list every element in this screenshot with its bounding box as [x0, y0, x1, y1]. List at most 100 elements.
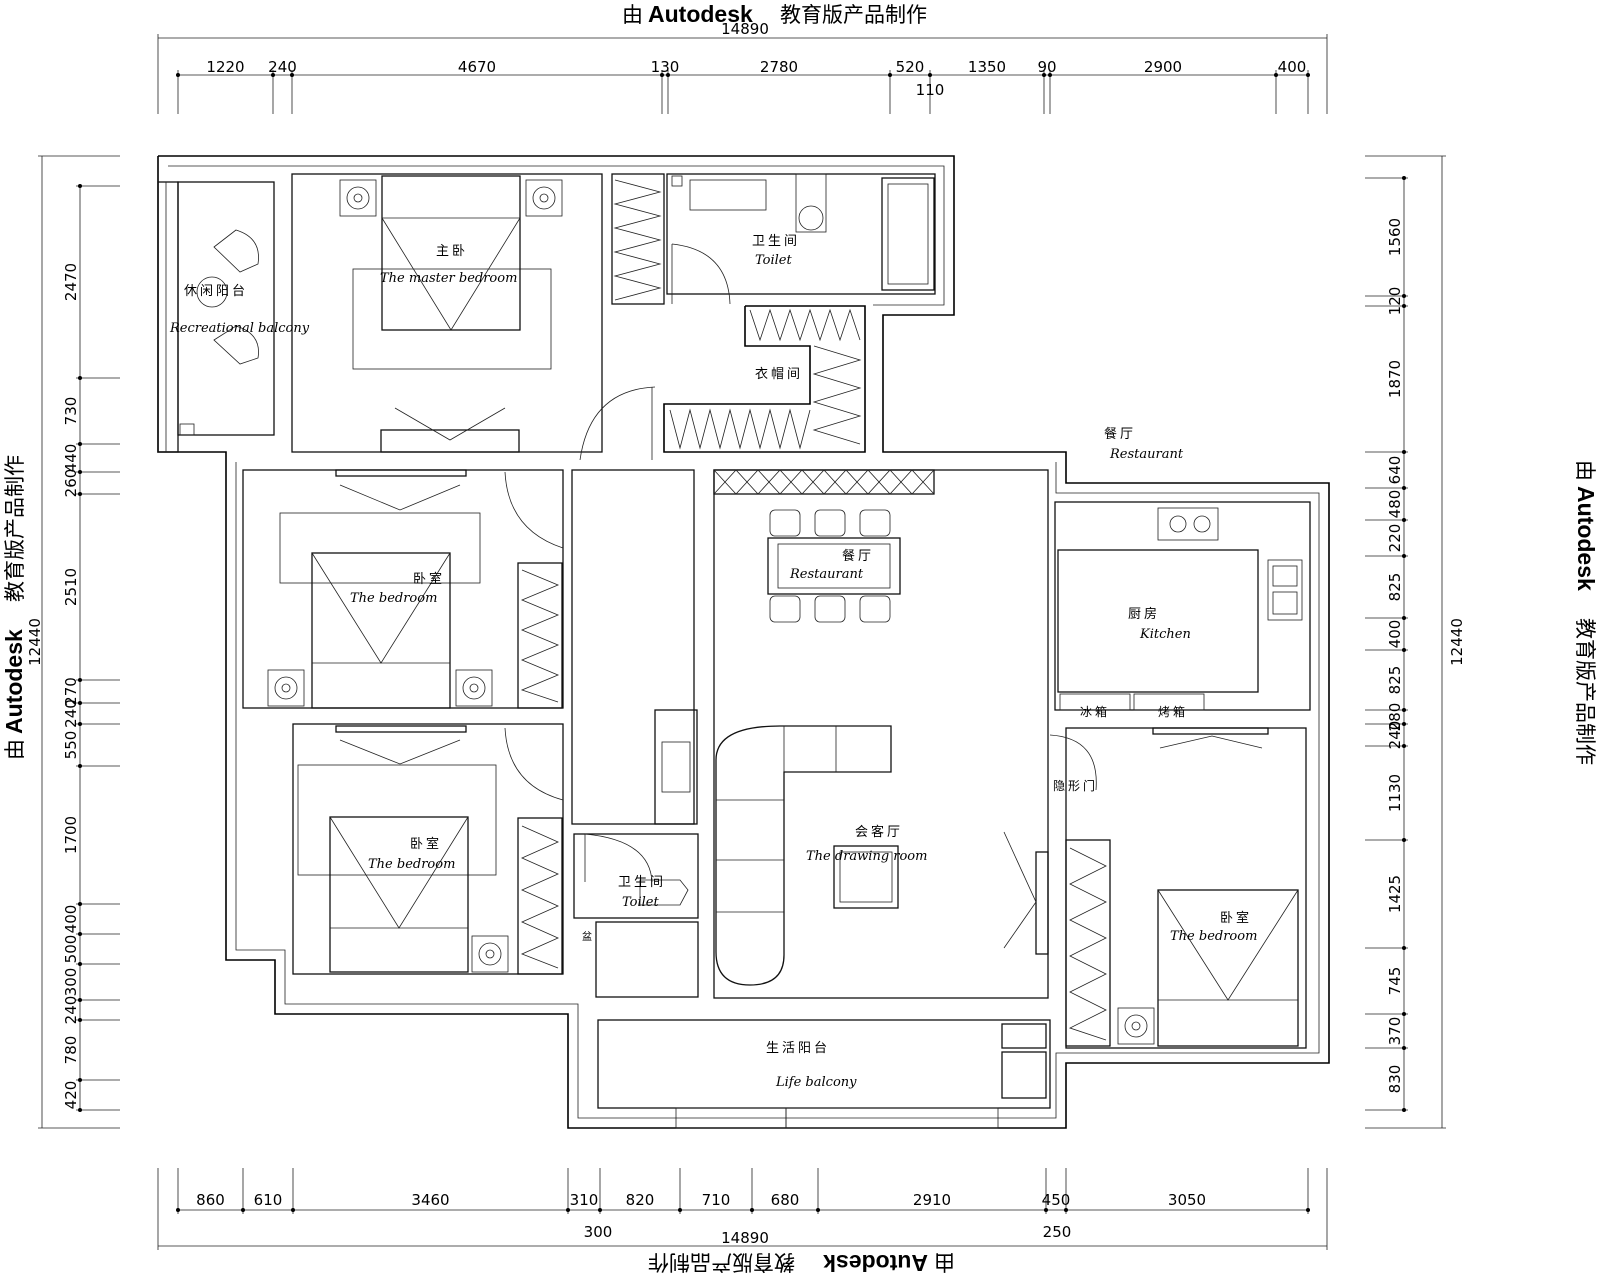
- dimension-tick: [1274, 73, 1278, 77]
- room-label-en: The bedroom: [350, 591, 437, 606]
- dimension-label: 280: [1386, 703, 1404, 732]
- dimension-tick: [666, 73, 670, 77]
- dining-chair: [859, 509, 891, 537]
- room-label-cn: 卫生间: [752, 234, 800, 249]
- dimension-tick: [1402, 486, 1406, 490]
- dimension-label: 520: [896, 58, 925, 76]
- dimension-tick: [566, 1208, 570, 1212]
- dimension-label: 3460: [411, 1191, 449, 1209]
- dimension-tick: [1402, 450, 1406, 454]
- dimension-label: 220: [1386, 524, 1404, 553]
- dimension-tick: [78, 1108, 82, 1112]
- dimension-tick: [78, 376, 82, 380]
- dimension-label: 710: [702, 1191, 731, 1209]
- dimension-label: 420: [62, 1081, 80, 1110]
- dimension-tick: [78, 442, 82, 446]
- dimension-tick: [290, 73, 294, 77]
- dimension-label: 240: [62, 699, 80, 728]
- dining-chair: [859, 595, 891, 623]
- dimension-tick: [1402, 176, 1406, 180]
- dimension-tick: [78, 998, 82, 1002]
- room-label-en: Kitchen: [1139, 627, 1191, 642]
- nightstand-lamp: [1117, 1007, 1155, 1045]
- dimension-label: 4670: [458, 58, 496, 76]
- room-label-en: The drawing room: [806, 849, 927, 864]
- dimension-label: 860: [196, 1191, 225, 1209]
- dimension-tick: [1402, 1046, 1406, 1050]
- total-dimension-left: 12440: [26, 618, 44, 666]
- shower-tray: [639, 879, 689, 906]
- nightstand-lamp: [455, 669, 493, 707]
- restaurant-area-label: 餐厅 Restaurant: [1104, 426, 1184, 462]
- nightstand-lamp: [267, 669, 305, 707]
- dimension-tick: [78, 764, 82, 768]
- dimension-label: 2900: [1144, 58, 1182, 76]
- room-label-en: The master bedroom: [380, 271, 517, 286]
- dimension-label: 310: [570, 1191, 599, 1209]
- dimension-label: 240: [62, 996, 80, 1025]
- sofa: [715, 725, 892, 986]
- dryer: [1001, 1051, 1047, 1099]
- dimension-tick: [78, 1078, 82, 1082]
- dimension-tick: [1402, 616, 1406, 620]
- watermark-brand: Autodesk: [823, 1250, 928, 1276]
- dining-room: 餐厅 Restaurant: [713, 469, 1049, 999]
- armchair: [213, 229, 259, 273]
- dimension-label: 3050: [1168, 1191, 1206, 1209]
- total-dimension-right: 12440: [1448, 618, 1466, 666]
- dimension-label: 110: [916, 81, 945, 99]
- rug: [352, 268, 552, 370]
- room-label-en: Toilet: [755, 253, 792, 268]
- dimension-label: 640: [1386, 456, 1404, 485]
- dimension-label: 2910: [913, 1191, 951, 1209]
- bed: [1157, 889, 1299, 1047]
- dining-chair: [814, 595, 846, 623]
- fridge: [1059, 693, 1131, 711]
- dimension-label: 745: [1386, 967, 1404, 996]
- dimension-tick: [1402, 1108, 1406, 1112]
- wardrobe: [611, 173, 665, 305]
- dimension-label: 1700: [62, 816, 80, 854]
- dimension-label: 270: [62, 677, 80, 706]
- dimension-label: 250: [1043, 1223, 1072, 1241]
- dimension-label: 1220: [206, 58, 244, 76]
- dimension-tick: [1402, 304, 1406, 308]
- door-swing: [1049, 734, 1097, 791]
- dimension-label: 820: [626, 1191, 655, 1209]
- room-label-cn: 衣帽间: [755, 366, 803, 382]
- life-balcony: 生活阳台 Life balcony: [597, 1019, 1051, 1129]
- nightstand-lamp: [339, 179, 377, 217]
- laundry: [595, 921, 699, 998]
- dining-chair: [814, 509, 846, 537]
- watermark-right: 由 Autodesk 教育版产品制作: [1573, 460, 1599, 765]
- dimension-label: 450: [1042, 1191, 1071, 1209]
- room-label-en: The bedroom: [1170, 929, 1257, 944]
- dimension-tick: [78, 722, 82, 726]
- master-bedroom: 主卧 The master bedroom: [291, 173, 603, 453]
- total-dimension-top: 14890: [721, 20, 769, 38]
- tv-cabinet: [335, 469, 467, 477]
- dimension-label: 130: [651, 58, 680, 76]
- dimension-label: 90: [1037, 58, 1056, 76]
- dimension-tick: [1042, 73, 1046, 77]
- room-label-en: The bedroom: [368, 857, 455, 872]
- dimension-label: 2510: [62, 568, 80, 606]
- toilet-bowl: [795, 173, 827, 233]
- watermark-top: 由 Autodesk 教育版产品制作: [622, 1, 927, 27]
- watermark-brand: Autodesk: [648, 1, 753, 27]
- island: [1057, 549, 1259, 693]
- sink: [1267, 559, 1303, 621]
- dimension-tick: [271, 73, 275, 77]
- dimension-label: 830: [1386, 1065, 1404, 1094]
- master-toilet: 卫生间 Toilet: [611, 173, 936, 305]
- watermark-suffix: 教育版产品制作: [1573, 618, 1597, 765]
- watermark-prefix: 由: [934, 1250, 955, 1274]
- washer: [1001, 1023, 1047, 1049]
- room-label-en: Toilet: [622, 895, 659, 910]
- dimension-label: 610: [254, 1191, 283, 1209]
- dimension-label: 240: [1386, 721, 1404, 750]
- dimension-tick: [1306, 1208, 1310, 1212]
- dimension-label: 300: [62, 968, 80, 997]
- room-label-cn: 卧室: [413, 571, 445, 587]
- dimension-label: 480: [1386, 490, 1404, 519]
